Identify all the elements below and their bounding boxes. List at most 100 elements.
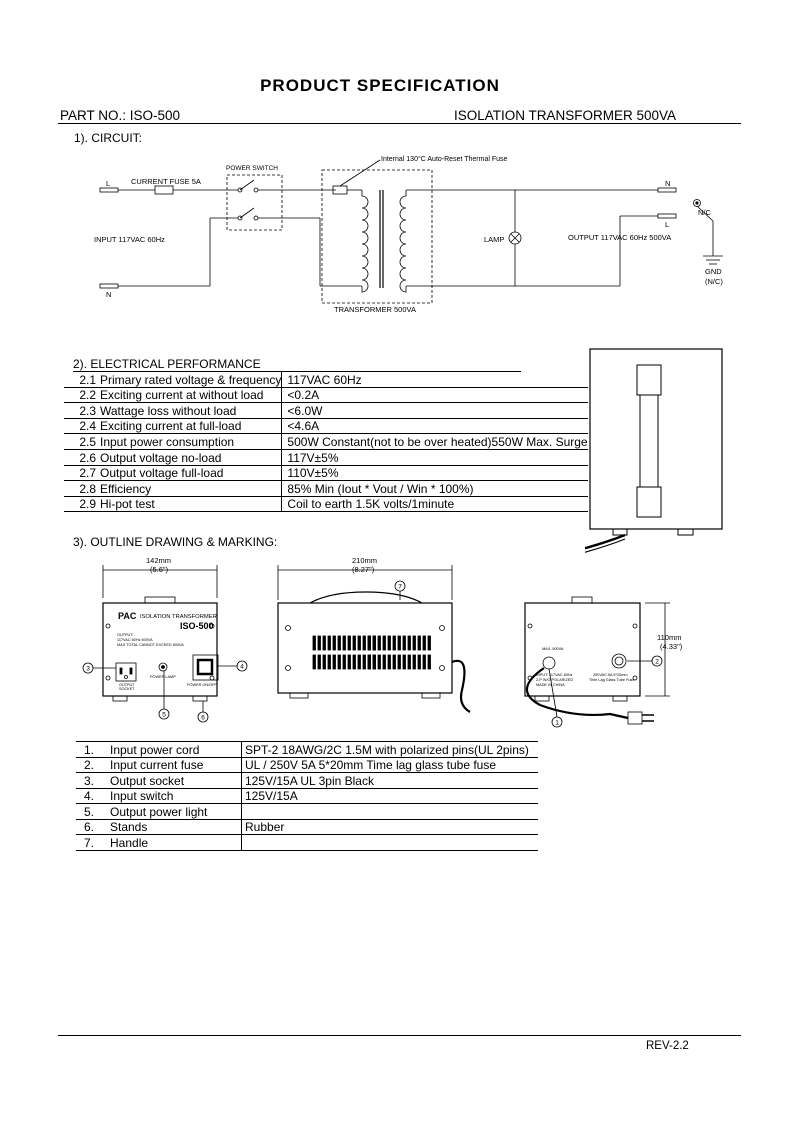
circuit-transformer-label: TRANSFORMER 500VA (334, 305, 416, 314)
callout-2: 2 (655, 659, 659, 666)
electrical-value: <6.0W (287, 403, 323, 418)
parts-num: 7. (84, 835, 95, 850)
circuit-output-label: OUTPUT 117VAC 60Hz 500VA (568, 233, 671, 242)
circuit-fuse-label: CURRENT FUSE 5A (131, 177, 201, 186)
side-view-body (524, 602, 641, 697)
parts-row: 7. Handle (76, 834, 538, 851)
circuit-thermal-label: Internal 130°C Auto-Reset Thermal Fuse (381, 155, 508, 163)
front-title-label: ISOLATION TRANSFORMER (140, 614, 217, 620)
parts-spec-cell (241, 834, 538, 851)
parts-num: 6. (84, 820, 95, 834)
circuit-l-in-label: L (106, 179, 110, 188)
side-height-label: 110mm (657, 633, 681, 642)
front-width-inch-label: (5.6") (150, 565, 169, 574)
output-l-terminal (657, 213, 677, 219)
section-outline-title: 3). OUTLINE DRAWING & MARKING: (73, 535, 278, 549)
electrical-top-rule (73, 371, 521, 372)
electrical-value: 110V±5% (287, 466, 339, 481)
parts-item-cell: 1.Input power cord (76, 741, 242, 758)
vent-slots (312, 635, 431, 670)
callout-7: 7 (398, 584, 402, 591)
circuit-switch-label: POWER SWITCH (226, 165, 278, 172)
output-n-terminal (657, 187, 677, 193)
parts-num: 4. (84, 789, 95, 803)
electrical-value: 85% Min (Iout * Vout / Win * 100%) (287, 481, 474, 496)
parts-spec: SPT-2 18AWG/2C 1.5M with polarized pins(… (245, 742, 529, 757)
electrical-num: 2.8 (79, 481, 96, 496)
input-cord-grommet (542, 656, 556, 670)
power-lamp-symbol (158, 662, 168, 672)
circuit-n-out-label: N (665, 179, 670, 188)
top-width-inch-label: (8.27") (352, 565, 375, 574)
electrical-num: 2.6 (79, 450, 96, 465)
electrical-num: 2.2 (79, 388, 96, 403)
electrical-value-cell: 117V±5% (281, 449, 588, 466)
parts-spec-cell: Rubber (241, 819, 538, 835)
electrical-value-cell: Coil to earth 1.5K volts/1minute (281, 496, 588, 513)
electrical-value: <0.2A (287, 388, 320, 403)
parts-spec-cell (241, 803, 538, 820)
electrical-param: Output voltage full-load (100, 466, 224, 481)
parts-item: Handle (110, 835, 149, 850)
socket-label-2: SOCKET (119, 687, 135, 691)
parts-item: Input switch (110, 789, 174, 803)
top-width-label: 210mm (352, 556, 377, 565)
parts-item-cell: 7. Handle (76, 834, 242, 851)
side-input-line3: MADE IN CHINA (536, 683, 565, 687)
electrical-num: 2.1 (79, 372, 96, 387)
electrical-value: <4.6A (287, 419, 320, 434)
parts-spec: UL / 250V 5A 5*20mm Time lag glass tube … (245, 758, 497, 772)
parts-num: 1. (84, 742, 95, 757)
fuse-holder-drawing (585, 348, 723, 553)
parts-item-cell: 3.Output socket (76, 772, 242, 789)
electrical-value: 117V±5% (287, 450, 339, 465)
parts-item: Stands (110, 820, 148, 834)
callout-3: 3 (86, 666, 90, 673)
current-fuse-symbol (154, 185, 174, 195)
callout-5: 5 (162, 712, 166, 719)
side-input-line2: 2-P W/O POLARIZED (536, 678, 573, 682)
circuit-lamp-label: LAMP (484, 235, 504, 244)
power-switch-box (226, 174, 283, 231)
parts-spec-cell: UL / 250V 5A 5*20mm Time lag glass tube … (241, 757, 538, 773)
lamp-label: POWER LAMP (150, 675, 176, 679)
side-max-label: MAX. 500VA (542, 647, 564, 651)
parts-spec: 125V/15A (245, 789, 298, 803)
document-title: PRODUCT SPECIFICATION (260, 76, 500, 95)
top-view-body (277, 602, 453, 694)
electrical-value: 500W Constant(not to be over heated)550W… (287, 434, 588, 449)
header-rule (58, 123, 741, 124)
parts-num: 5. (84, 804, 95, 819)
parts-spec-cell: SPT-2 18AWG/2C 1.5M with polarized pins(… (241, 741, 538, 758)
parts-spec: Rubber (245, 820, 285, 834)
primary-coil (361, 190, 369, 293)
parts-num: 3. (84, 773, 95, 788)
brand-logo-text: PAC (118, 611, 137, 621)
side-input-line1: INPUT: 117VAC 60Hz (536, 673, 573, 677)
callout-1: 1 (555, 720, 559, 727)
circuit-gnd-label: GND (705, 267, 722, 276)
side-height-inch-label: (4.33") (660, 642, 683, 651)
front-output-line1: OUTPUT: (117, 633, 133, 637)
fuse-holder-symbol (611, 653, 627, 669)
electrical-value-cell: <4.6A (281, 418, 588, 435)
parts-item-cell: 4. Input switch (76, 788, 242, 804)
callout-4: 4 (240, 664, 244, 671)
circuit-l-out-label: L (665, 220, 669, 229)
front-width-label: 142mm (146, 556, 171, 565)
circuit-n-in-label: N (106, 290, 111, 299)
front-output-line2: 117VAC 60Hz 500VA (117, 638, 153, 642)
electrical-value-cell: 117VAC 60Hz (281, 372, 588, 388)
